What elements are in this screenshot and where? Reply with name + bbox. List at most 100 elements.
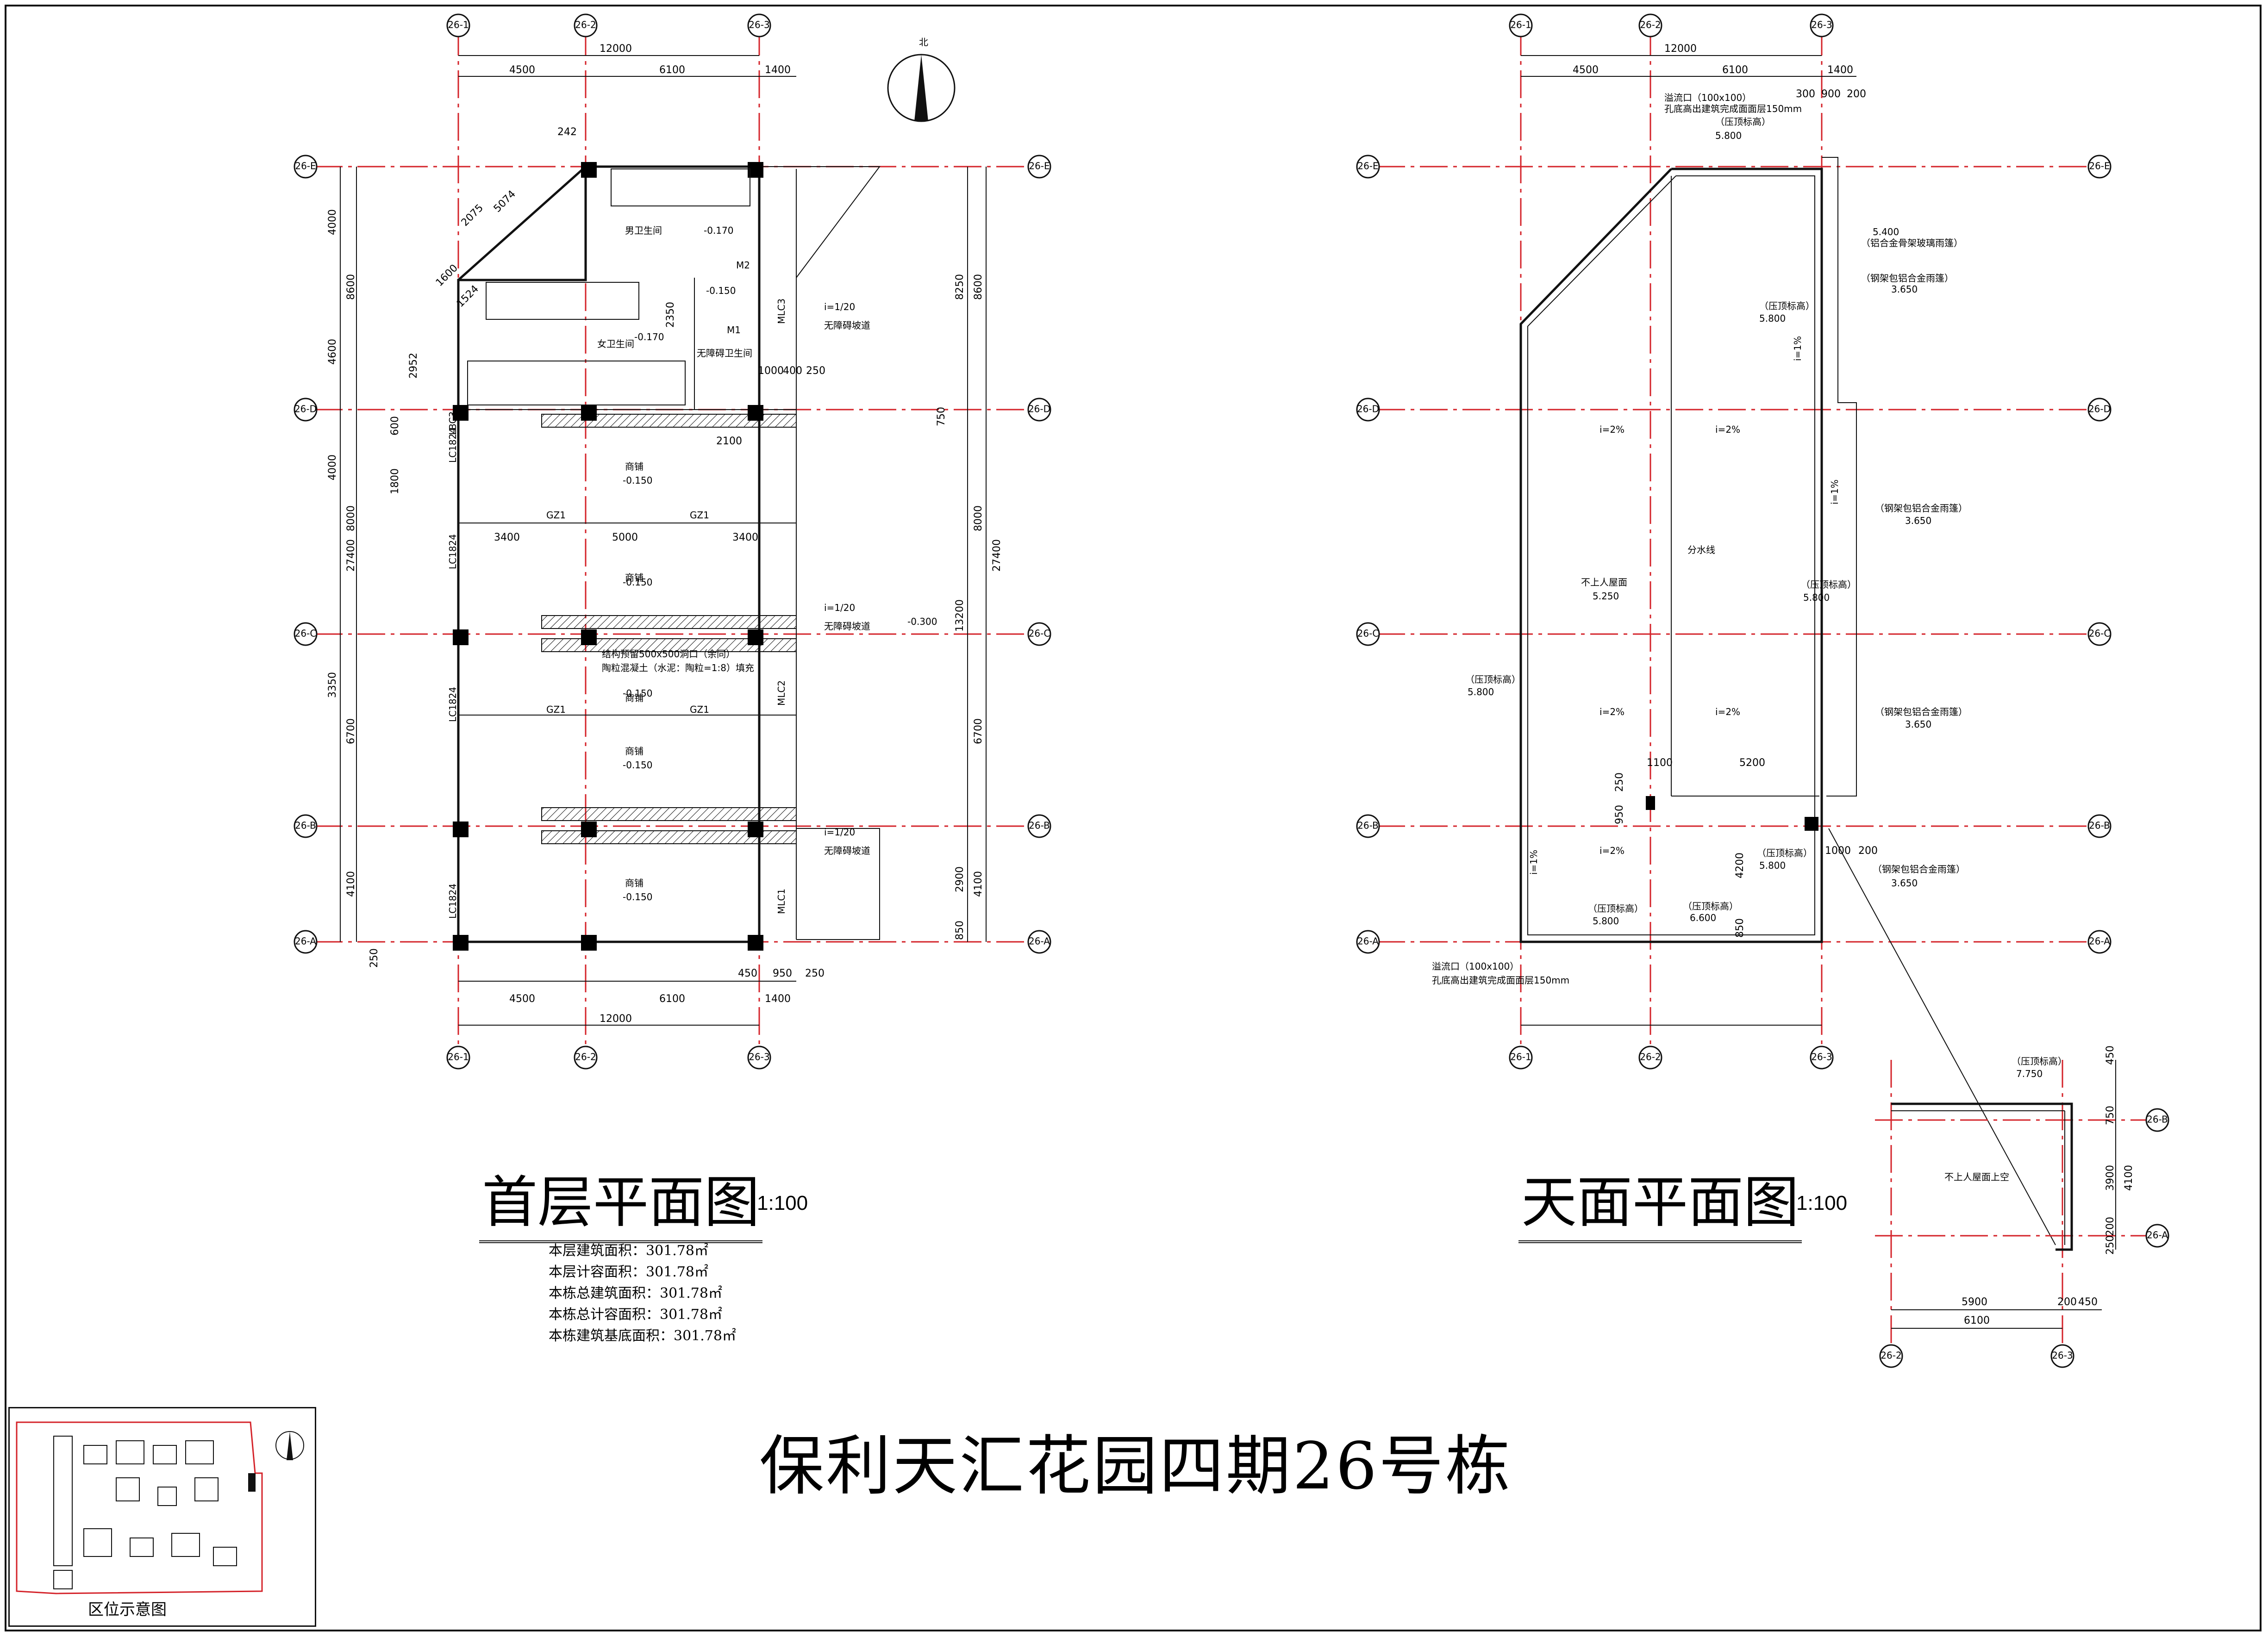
column (581, 629, 597, 645)
roof-parapet-inner (1527, 175, 1815, 935)
door-label: MLC3 (776, 299, 787, 324)
column (748, 405, 763, 421)
canopy-label: （铝合金骨架玻璃雨篷） (1861, 237, 1963, 249)
axis-bubble-26-B: 26-B (1027, 814, 1051, 838)
parapet-label: （压顶标高） (1715, 116, 1771, 127)
dim-text: 1600 (434, 262, 460, 289)
elevation-mark: 5.800 (1715, 130, 1742, 141)
dim-text: 3900 (2105, 1165, 2116, 1191)
column (581, 935, 597, 951)
dim-text: 5074 (492, 188, 518, 215)
axis-bubble-26-D: 26-D (1356, 398, 1380, 422)
svg-text:26-D: 26-D (2088, 404, 2111, 415)
axis-bubble-26-E: 26-E (1027, 155, 1051, 179)
svg-text:北: 北 (919, 37, 928, 48)
dim-text: 200 (1858, 845, 1878, 857)
dim-text: 2075 (459, 202, 486, 229)
elevation-mark: 5.800 (1803, 592, 1830, 603)
elevation-mark: 5.250 (1593, 591, 1619, 602)
dim-text: 950 (773, 968, 792, 979)
elevation-mark: 7.750 (2016, 1068, 2043, 1079)
slope-label: i=2% (1715, 706, 1740, 717)
ground-floor-plan: 12000 4500 6100 1400 450 950 250 4500 61… (315, 28, 1028, 1055)
parapet-label: （压顶标高） (1759, 300, 1815, 311)
column (748, 935, 763, 951)
dim-text: 4100 (2123, 1165, 2135, 1191)
dim-text: 2100 (716, 436, 742, 447)
canopy-void-label: 不上人屋面上空 (1944, 1171, 2009, 1183)
dim-text: 750 (2105, 1106, 2116, 1125)
svg-text:26-B: 26-B (1029, 820, 1050, 831)
column (1805, 817, 1818, 831)
svg-text:26-C: 26-C (1029, 628, 1050, 639)
column (581, 405, 597, 421)
svg-text:26-3: 26-3 (749, 1052, 769, 1063)
svg-text:26-E: 26-E (1029, 161, 1050, 172)
elevation-mark: -0.300 (907, 616, 937, 627)
elevation-mark: 5.400 (1873, 226, 1899, 237)
column (453, 822, 469, 837)
axis-bubble-26-3: 26-3 (1810, 13, 1834, 37)
elevation-mark: 6.600 (1690, 912, 1716, 923)
svg-text:26-2: 26-2 (575, 19, 596, 31)
dim-text: 12000 (600, 1013, 632, 1025)
canopy-detail: 不上人屋面上空 450 750 3900 4100 250 200 5900 2… (1875, 1046, 2169, 1368)
dim-text: 250 (2105, 1235, 2116, 1255)
column-label: GZ1 (690, 704, 709, 715)
column (453, 405, 469, 421)
column-label: GZ1 (546, 510, 566, 521)
dim-text: 6100 (1964, 1315, 1990, 1326)
area-note: 本栋建筑基底面积：301.78㎡ (549, 1328, 736, 1344)
slope-label: i=2% (1715, 424, 1740, 435)
area-notes: 本层建筑面积：301.78㎡ 本层计容面积：301.78㎡ 本栋总建筑面积：30… (549, 1240, 736, 1347)
dim-text: 12000 (1664, 43, 1697, 55)
svg-text:26-1: 26-1 (1510, 19, 1531, 31)
dim-text: 1800 (389, 468, 401, 494)
column (453, 935, 469, 951)
axis-bubbles-roof: 26-1 26-2 26-3 26-1 26-2 26-3 26-E 26-D … (1356, 13, 2112, 1070)
dim-text: 6100 (659, 993, 685, 1005)
axis-bubble-26-E: 26-E (2087, 155, 2112, 179)
dim-text: 250 (806, 365, 825, 377)
svg-text:26-B: 26-B (295, 820, 316, 831)
angled-wall (457, 166, 587, 281)
window-label: LC1824 (447, 687, 458, 722)
axis-bubble-26-C: 26-C (2087, 622, 2112, 646)
svg-text:26-C: 26-C (1357, 628, 1379, 639)
axis-bubble-26-3: 26-3 (2050, 1344, 2074, 1368)
dim-text: 200 (2105, 1217, 2116, 1236)
dim-text: 1400 (1827, 64, 1853, 76)
dim-text: 6100 (1722, 64, 1748, 76)
svg-text:26-2: 26-2 (1640, 19, 1661, 31)
elevation-mark: -0.150 (623, 891, 652, 903)
column (1646, 796, 1655, 810)
keymap-label: 区位示意图 (88, 1600, 167, 1619)
room-label-shop: 商铺 (625, 878, 644, 889)
dim-text: 850 (1734, 918, 1746, 938)
dim-text: 8250 (954, 274, 966, 300)
area-note: 本层计容面积：301.78㎡ (549, 1264, 708, 1280)
elevation-mark: -0.150 (706, 285, 736, 296)
dim-text: 6700 (973, 718, 984, 744)
axis-bubble-26-A: 26-A (294, 930, 318, 954)
svg-text:26-3: 26-3 (749, 19, 769, 31)
elevation-mark: -0.170 (704, 225, 733, 236)
drawing-frame (5, 5, 2262, 1631)
toilet-stalls (467, 168, 750, 405)
axis-bubble-26-A: 26-A (2087, 930, 2112, 954)
axis-bubble-26-2: 26-2 (574, 13, 598, 37)
svg-text:26-A: 26-A (2089, 936, 2110, 947)
room-label-womens-wc: 女卫生间 (597, 338, 634, 349)
dim-text: 4100 (973, 871, 984, 897)
svg-text:26-D: 26-D (294, 404, 317, 415)
svg-text:26-A: 26-A (2147, 1230, 2168, 1241)
svg-text:26-D: 26-D (1357, 404, 1379, 415)
location-keymap (8, 1407, 316, 1627)
svg-text:26-A: 26-A (295, 936, 316, 947)
dim-text: 3400 (732, 532, 758, 543)
dim-text: 4600 (327, 339, 338, 365)
dim-text: 1400 (765, 993, 791, 1005)
axis-bubble-26-1: 26-1 (446, 13, 470, 37)
elevation-mark: 5.800 (1759, 313, 1786, 324)
beam-note: 结构预留500x500洞口（余同） (602, 648, 735, 660)
